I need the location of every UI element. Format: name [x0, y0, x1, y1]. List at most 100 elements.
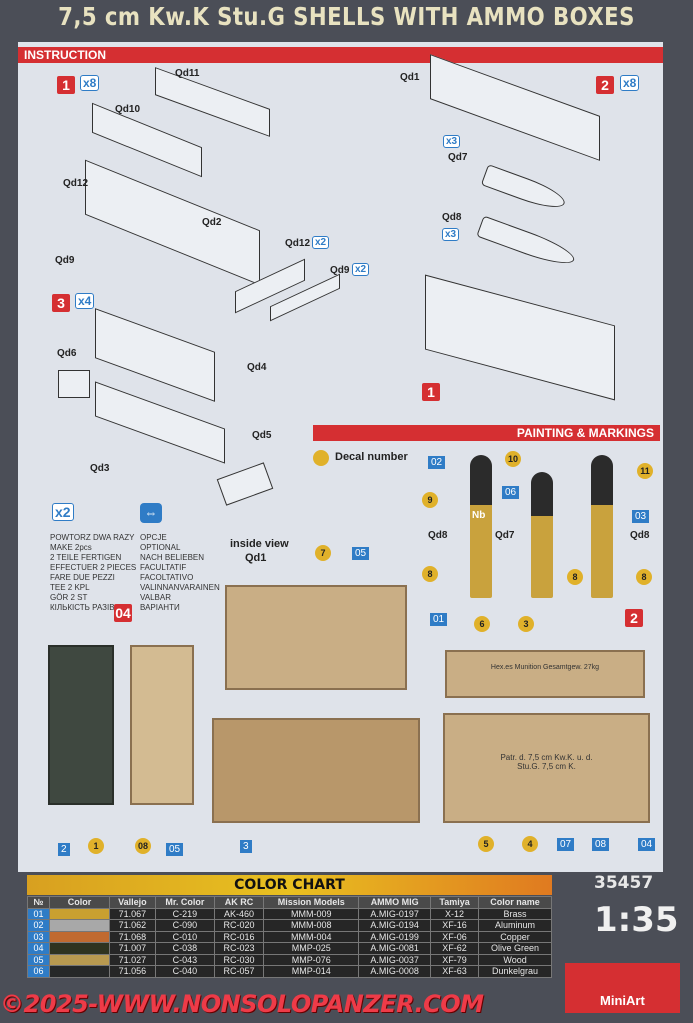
- step-ref-2: 2: [625, 609, 643, 627]
- wood-box-end: [130, 645, 194, 805]
- cell-name: Brass: [478, 907, 552, 920]
- cell-ak: AK-460: [214, 907, 265, 920]
- repeat-text: FARE DUE PEZZI: [50, 573, 115, 582]
- shell-qd8-right: [591, 455, 613, 598]
- cell-ak: RC-020: [214, 919, 265, 932]
- label-qd8: Qd8: [442, 212, 462, 223]
- color-callout: 3: [240, 840, 252, 853]
- optional-text: FACOLTATIVO: [140, 573, 194, 582]
- color-swatch: [48, 907, 110, 920]
- cell-name: Dunkelgrau: [478, 965, 552, 978]
- cell-name: Olive Green: [478, 942, 552, 955]
- cell-mr: C-219: [154, 907, 216, 920]
- optional-text: OPTIONAL: [140, 543, 181, 552]
- optional-text: NACH BELIEBEN: [140, 553, 205, 562]
- cell-mr: C-010: [154, 930, 216, 943]
- label-qd5: Qd5: [252, 430, 272, 441]
- decal-callout: 9: [422, 492, 438, 508]
- decal-number-label: Decal number: [335, 451, 408, 463]
- color-callout: 2: [58, 843, 70, 856]
- cell-mig: A.MIG-0199: [358, 930, 431, 943]
- col-header: Color: [48, 896, 110, 909]
- cell-mm: MMP-076: [263, 953, 360, 966]
- cell-mr: C-090: [154, 919, 216, 932]
- col-header: Tamiya: [429, 896, 480, 909]
- open-box-view: [212, 718, 420, 823]
- scale-label: 1:35: [594, 900, 679, 940]
- cell-ak: RC-057: [214, 965, 265, 978]
- instruction-header: INSTRUCTION: [18, 47, 663, 63]
- cell-mm: MMP-014: [263, 965, 360, 978]
- qd9-multiplier: x2: [352, 263, 370, 276]
- cell-tam: XF-16: [429, 919, 480, 932]
- box-side-view: Hex.es Munition Gesamtgew. 27kg: [445, 650, 645, 698]
- repeat-text: 2 TEILE FERTIGEN: [50, 553, 122, 562]
- cell-ak: RC-016: [214, 930, 265, 943]
- box-lid-view: Patr. d. 7,5 cm Kw.K. u. d. Stu.G. 7,5 c…: [443, 713, 650, 823]
- repeat-text: TEE 2 KPL: [50, 583, 90, 592]
- step-ref-3: 04: [114, 604, 132, 622]
- optional-text: ВАРІАНТИ: [140, 603, 180, 612]
- cell-mig: A.MIG-0194: [358, 919, 431, 932]
- color-callout: 02: [428, 456, 446, 469]
- label-qd9: Qd9: [55, 255, 75, 266]
- step-1-badge: 1: [57, 76, 75, 94]
- cell-mig: A.MIG-0037: [358, 953, 431, 966]
- optional-text: OPCJE: [140, 533, 167, 542]
- green-box-end: [48, 645, 114, 805]
- step-1-multiplier: x8: [80, 75, 100, 91]
- cell-tam: XF-63: [429, 965, 480, 978]
- cell-mm: MMM-004: [263, 930, 360, 943]
- shell-qd8-left: [470, 455, 492, 598]
- color-callout: 05: [166, 843, 184, 856]
- cell-name: Aluminum: [478, 919, 552, 932]
- label-qd2: Qd2: [202, 217, 222, 228]
- cell-n: 05: [27, 953, 50, 966]
- step-2-multiplier: x8: [620, 75, 640, 91]
- label-shell-qd8: Qd8: [428, 530, 448, 541]
- label-qd9b: Qd9: [330, 265, 350, 276]
- label-qd12b: Qd12: [285, 238, 311, 249]
- cell-v: 71.067: [108, 907, 156, 920]
- label-qd1: Qd1: [400, 72, 420, 83]
- inside-view-label: inside view: [230, 538, 289, 550]
- color-callout: 08: [592, 838, 610, 851]
- label-qd6: Qd6: [57, 348, 77, 359]
- decal-callout: 10: [505, 451, 521, 467]
- color-swatch: [48, 930, 110, 943]
- label-shell-qd7: Qd7: [495, 530, 515, 541]
- label-qd12: Qd12: [63, 178, 89, 189]
- decal-callout: 5: [478, 836, 494, 852]
- shell-qd7: [531, 472, 553, 598]
- col-header: Color name: [478, 896, 552, 909]
- cell-name: Copper: [478, 930, 552, 943]
- optional-text: FACULTATIF: [140, 563, 187, 572]
- decal-callout: 8: [567, 569, 583, 585]
- cell-mr: C-043: [154, 953, 216, 966]
- col-header: Mr. Color: [154, 896, 216, 909]
- optional-text: VALBAR: [140, 593, 171, 602]
- label-qd7: Qd7: [448, 152, 468, 163]
- color-swatch: [48, 953, 110, 966]
- repeat-text: POWTORZ DWA RAZY: [50, 533, 135, 542]
- optional-icon: ⇔: [140, 503, 162, 523]
- decal-callout: 6: [474, 616, 490, 632]
- inside-view-lid: [225, 585, 407, 690]
- painting-header: PAINTING & MARKINGS: [313, 425, 660, 441]
- cell-v: 71.056: [108, 965, 156, 978]
- cell-n: 02: [27, 919, 50, 932]
- decal-callout: 7: [315, 545, 331, 561]
- color-chart-title: COLOR CHART: [27, 875, 552, 895]
- cell-ak: RC-030: [214, 953, 265, 966]
- qd12-multiplier: x2: [312, 236, 330, 249]
- color-swatch: [48, 965, 110, 978]
- col-header: AK RC: [214, 896, 265, 909]
- cell-mm: MMM-009: [263, 907, 360, 920]
- color-swatch: [48, 942, 110, 955]
- cell-v: 71.007: [108, 942, 156, 955]
